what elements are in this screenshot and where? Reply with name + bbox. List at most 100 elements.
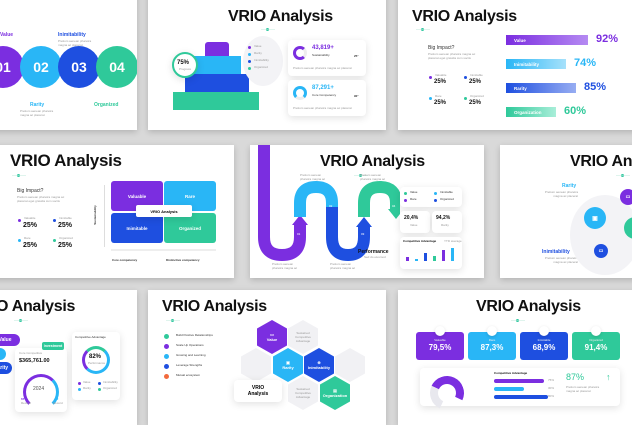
donut-label: Performance <box>88 361 106 365</box>
stat-value: 25% <box>434 79 447 85</box>
desc: Pretium aenean pharetra magna ac placera… <box>428 52 476 60</box>
matrix-center-label: VRIO Analysis <box>136 205 192 217</box>
legend-item: Value <box>83 380 91 384</box>
y-axis-label: Sustainability <box>92 205 97 225</box>
legend-dot <box>98 382 101 385</box>
x-axis-label: Core competency <box>112 258 138 262</box>
stat-label: Valuable <box>24 216 36 220</box>
gear-purple: ▭ <box>620 189 632 205</box>
chat-icon: ▭ <box>270 332 274 337</box>
stat-value: 87,291+ <box>312 85 334 91</box>
slide-hexagons[interactable]: VRIO Analysis Build Positive Relationshi… <box>148 290 386 425</box>
tile-organized: Organized 91,4% <box>572 332 620 360</box>
year-label: 2024 <box>33 386 45 392</box>
step-04: 04 <box>392 204 396 208</box>
legend-card: Value Inimitable Rare Organized <box>400 187 462 207</box>
ring-icon <box>293 46 307 60</box>
card-label: Core Competitive <box>19 351 43 355</box>
stat-value: 25% <box>23 242 38 249</box>
ghost-label: Sustained Competitive Advantage <box>295 387 311 399</box>
slide-kpi-tiles[interactable]: VRIO Analysis Valuable 79,5% Rare 87,3% … <box>398 290 632 425</box>
pyramid-step-rarity <box>193 56 241 74</box>
tile-icon <box>591 326 601 336</box>
investment-badge: Investment <box>42 342 64 350</box>
stat-value: 25% <box>469 79 482 85</box>
y-axis <box>104 185 105 247</box>
tile-value: 87,3% <box>480 342 504 352</box>
center-label-card: VRIO Analysis <box>234 380 282 402</box>
circle-03: 03 <box>58 46 100 88</box>
circle-02: 02 <box>20 46 62 88</box>
stat-value: 43,819+ <box>312 45 334 51</box>
legend-dot <box>248 67 251 70</box>
slide-gears[interactable]: VRIO Ana Rarity Pretium aenean pharetra … <box>500 145 632 278</box>
label-value: Value <box>0 32 14 38</box>
slide-title: VRIO Analysis <box>162 298 267 315</box>
stat-dot <box>53 239 56 242</box>
quad-inimitable: Inimitable <box>111 213 163 243</box>
slide-title: VRIO Ana <box>570 153 632 170</box>
step-02: 02 <box>329 204 333 208</box>
slide-title: VRIO Analysis <box>10 151 122 170</box>
legend-item: Inimitable <box>440 190 453 194</box>
ring-icon <box>293 86 307 100</box>
donut-ring <box>82 346 110 374</box>
stat-side: 25° <box>354 54 359 58</box>
stat-label: Rare <box>435 94 442 98</box>
stat-label: Sustainability <box>312 53 330 57</box>
chart-bar <box>451 248 454 261</box>
kpi-value: 20,4% <box>404 215 419 221</box>
slide-pyramid[interactable]: VRIO Analysis 75% Progress Value Rarity … <box>148 0 386 130</box>
slide-winding-arrow[interactable]: VRIO Analysis 01 02 03 04 Pretium aenean… <box>250 145 484 278</box>
tile-value: 68,9% <box>532 342 556 352</box>
label-rarity: Rarity <box>562 183 577 189</box>
title-accent <box>616 174 630 177</box>
hex-ghost: Sustained Competitive Advantage <box>288 320 318 354</box>
bar-organization: Organization <box>506 107 556 117</box>
slide-numbered-circles[interactable]: Value Inimitability Pretium aenean phare… <box>0 0 137 130</box>
card-icon: ▤ <box>333 388 337 393</box>
pyramid-step-inimitability <box>185 74 249 92</box>
ca-title: Competitive Advantage <box>494 371 528 375</box>
stat-dot <box>429 97 432 100</box>
list-item: Growing and Learning <box>176 353 206 357</box>
chart-bar <box>415 259 418 261</box>
kpi-label: Rarity <box>441 223 449 227</box>
winding-arrow-path <box>258 145 400 262</box>
pyramid-step-organized <box>173 92 259 110</box>
slide-matrix[interactable]: VRIO Analysis Big Impact? Pretium aenean… <box>0 145 234 278</box>
slide-dashboard[interactable]: O Analysis Value Rarity Core Competitive… <box>0 290 137 425</box>
arrow-up-icon: ↑ <box>606 372 611 382</box>
stat-desc: Pretium aenean pharetra magna ac placera… <box>293 66 352 70</box>
chart-bar <box>442 250 445 261</box>
stat-label: Organized <box>470 94 484 98</box>
chart-bar <box>424 253 427 261</box>
hex-ghost: Sustained Competitive Advantage <box>288 376 318 410</box>
title-accent <box>12 174 26 177</box>
performance-label: Performance <box>358 249 389 255</box>
gear-sky: ▣ <box>584 207 606 229</box>
desc: Pretium aenean pharetra magna ac placera… <box>17 195 65 203</box>
hex-ghost <box>241 348 271 382</box>
mini-chart-card: Competitive Advantage YTD average <box>400 237 462 269</box>
hex-label: Organization <box>322 393 348 398</box>
slide-title: VRIO Analysis <box>412 8 517 25</box>
pill-value[interactable]: Value <box>0 334 20 346</box>
list-item: Build Positive Relationships <box>176 333 213 337</box>
slide-bar-percent[interactable]: VRIO Analysis Big Impact? Pretium aenean… <box>398 0 632 130</box>
pill-rarity[interactable]: Rarity <box>0 362 12 374</box>
bar-rarity: Rarity <box>506 83 576 93</box>
bar-value: Value <box>506 35 588 45</box>
desc: Pretium aenean pharetra magna ac placera… <box>58 39 92 47</box>
list-item: Mutual ecosystem <box>176 373 201 377</box>
legend-item: Rare <box>410 197 417 201</box>
title-accent <box>354 174 368 177</box>
legend-dot <box>404 192 407 195</box>
desc: Pretium aenean pharetra magna ac placera… <box>544 190 578 198</box>
bar-inimitability: Inimitability <box>506 59 566 69</box>
tile-rare: Rare 87,3% <box>468 332 516 360</box>
hex-label: Value <box>266 337 278 342</box>
stat-dot <box>18 239 21 242</box>
tile-valuable: Valuable 79,5% <box>416 332 464 360</box>
foot-value: 67 <box>21 397 25 401</box>
